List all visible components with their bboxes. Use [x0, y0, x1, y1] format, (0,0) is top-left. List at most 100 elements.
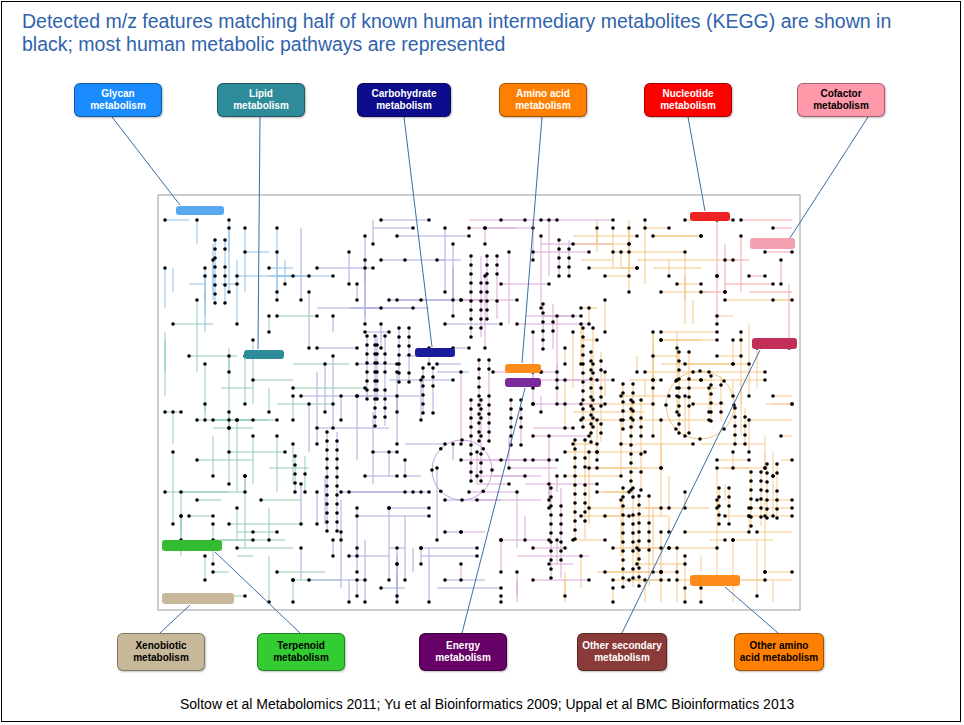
pathway-line	[533, 428, 573, 429]
metabolite-dot	[481, 447, 485, 451]
metabolite-dot	[599, 359, 603, 363]
metabolite-dot	[275, 418, 279, 422]
metabolite-dot	[759, 506, 763, 510]
metabolite-dot	[383, 406, 387, 410]
pathway-line	[213, 540, 285, 541]
metabolite-dot	[603, 370, 607, 374]
metabolite-dot	[790, 298, 794, 302]
metabolite-dot	[509, 416, 513, 420]
metabolite-dot	[691, 370, 695, 374]
pathway-line	[237, 420, 238, 492]
pathway-line	[701, 444, 765, 445]
pathway-line	[517, 572, 518, 602]
metabolite-dot	[335, 493, 339, 497]
metabolite-dot	[519, 416, 523, 420]
pathway-line	[725, 300, 792, 301]
metabolite-dot	[355, 394, 359, 398]
metabolite-dot	[383, 397, 387, 401]
metabolite-dot	[163, 266, 167, 270]
metabolite-dot	[667, 546, 671, 550]
metabolite-dot	[709, 410, 713, 414]
metabolite-dot	[683, 600, 687, 604]
metabolite-dot	[395, 442, 399, 446]
pathway-line	[757, 348, 758, 388]
metabolite-dot	[715, 274, 719, 278]
pathway-line	[365, 268, 366, 324]
metabolite-dot	[331, 538, 335, 542]
metabolite-dot	[315, 522, 319, 526]
pathway-line	[725, 468, 765, 469]
metabolite-dot	[373, 406, 377, 410]
metabolite-dot	[397, 353, 401, 357]
pathway-line	[477, 484, 509, 485]
metabolite-dot	[469, 326, 473, 330]
metabolite-dot	[573, 465, 577, 469]
pathway-line	[405, 476, 421, 477]
pathway-line	[725, 516, 765, 517]
metabolite-dot	[223, 247, 227, 251]
metabolite-dot	[195, 418, 199, 422]
metabolite-dot	[363, 258, 367, 262]
metabolite-dot	[629, 407, 633, 411]
metabolite-dot	[395, 298, 399, 302]
metabolite-dot	[243, 226, 247, 230]
metabolite-dot	[443, 290, 447, 294]
pathway-line	[237, 548, 293, 549]
metabolite-dot	[291, 600, 295, 604]
metabolite-dot	[227, 522, 231, 526]
metabolite-dot	[621, 409, 625, 413]
pathway-line	[623, 384, 624, 429]
metabolite-dot	[407, 335, 411, 339]
metabolite-dot	[790, 570, 794, 574]
metabolite-dot	[335, 520, 339, 524]
metabolite-dot	[547, 282, 551, 286]
metabolite-dot	[731, 450, 735, 454]
metabolite-dot	[563, 450, 567, 454]
metabolite-dot	[595, 490, 599, 494]
pathway-name: Carbohydrate metabolism	[362, 88, 446, 112]
metabolite-dot	[629, 425, 633, 429]
metabolite-dot	[355, 570, 359, 574]
pathway-line	[517, 580, 518, 596]
metabolite-dot	[387, 330, 391, 334]
metabolite-dot	[355, 394, 359, 398]
pathway-line	[585, 440, 586, 539]
metabolite-dot	[763, 570, 767, 574]
metabolite-dot	[539, 410, 543, 414]
pathway-line	[333, 540, 334, 556]
pathway-name: Cofactor metabolism	[802, 88, 880, 112]
metabolite-dot	[651, 402, 655, 406]
metabolite-dot	[499, 586, 503, 590]
metabolite-dot	[403, 458, 407, 462]
metabolite-dot	[459, 458, 463, 462]
metabolite-dot	[479, 326, 483, 330]
metabolite-dot	[499, 218, 503, 222]
metabolite-dot	[591, 407, 595, 411]
metabolite-dot	[483, 242, 487, 246]
metabolite-dot	[325, 493, 329, 497]
pathway-line	[637, 420, 709, 421]
metabolite-dot	[595, 418, 599, 422]
metabolite-dot	[581, 344, 585, 348]
pathway-line	[381, 260, 405, 261]
pathway-line	[253, 380, 293, 381]
metabolite-dot	[547, 218, 551, 222]
pathway-line	[677, 332, 678, 380]
metabolite-dot	[727, 495, 731, 499]
metabolite-dot	[715, 498, 719, 502]
metabolite-dot	[559, 531, 563, 535]
metabolite-dot	[421, 366, 425, 370]
pathway-line	[277, 572, 325, 573]
pathway-line	[373, 452, 397, 453]
metabolite-dot	[403, 578, 407, 582]
pathway-line	[629, 380, 661, 381]
metabolite-dot	[635, 266, 639, 270]
metabolite-dot	[699, 378, 703, 382]
pathway-line	[741, 220, 792, 221]
metabolite-dot	[499, 570, 503, 574]
metabolite-dot	[555, 458, 559, 462]
metabolite-dot	[443, 530, 447, 534]
metabolite-dot	[227, 418, 231, 422]
metabolite-dot	[549, 549, 553, 553]
metabolite-dot	[619, 442, 623, 446]
